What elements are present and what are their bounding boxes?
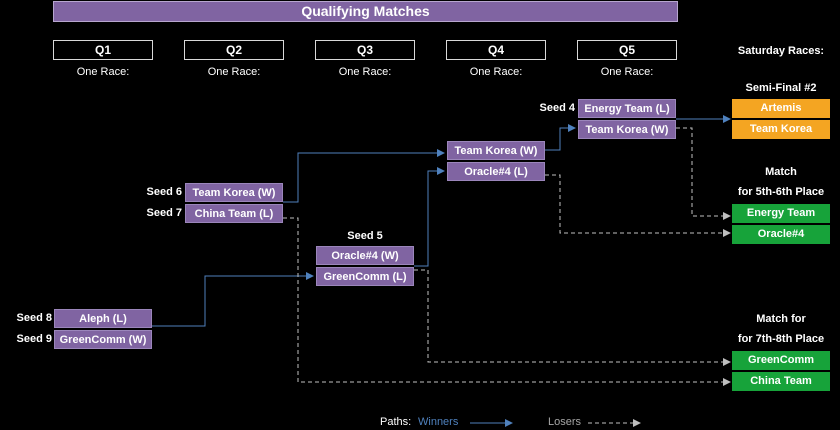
match78-header-2: for 7th-8th Place [737,333,825,345]
match56-header-1: Match [765,166,797,178]
round-header-q1: Q1 [53,40,153,60]
round-header-q4: Q4 [446,40,546,60]
q5-team-a: Energy Team (L) [578,99,676,118]
semi-final-header: Semi-Final #2 [745,82,817,94]
seed-7-label: Seed 7 [146,207,182,219]
q4-team-b: Oracle#4 (L) [447,162,545,181]
round-sub-q1: One Race: [76,66,130,78]
winner-path-q2 [283,149,445,203]
loser-path-q3 [414,269,731,366]
q3-team-a: Oracle#4 (W) [316,246,414,265]
match78-team-a: GreenComm [732,351,830,370]
seed-8-label: Seed 8 [16,312,52,324]
seed-9-label: Seed 9 [16,333,52,345]
page-title: Qualifying Matches [53,1,678,22]
legend-paths-label: Paths: [380,416,412,428]
round-sub-q2: One Race: [207,66,261,78]
round-sub-q3: One Race: [338,66,392,78]
round-header-q3: Q3 [315,40,415,60]
round-sub-q5: One Race: [600,66,654,78]
q4-team-a: Team Korea (W) [447,141,545,160]
seed-6-label: Seed 6 [146,186,182,198]
match78-header-1: Match for [756,313,806,325]
seed-4-label: Seed 4 [539,102,575,114]
q5-team-b: Team Korea (W) [578,120,676,139]
saturday-header: Saturday Races: [737,45,825,57]
winner-path-q3 [414,167,445,267]
round-header-q5: Q5 [577,40,677,60]
q2-team-b: China Team (L) [185,204,283,223]
match56-header-2: for 5th-6th Place [737,186,825,198]
q3-team-b: GreenComm (L) [316,267,414,286]
semi-team-b: Team Korea [732,120,830,139]
loser-path-q5 [676,127,731,220]
legend-losers-label: Losers [548,416,582,428]
match78-team-b: China Team [732,372,830,391]
loser-path-q2 [283,217,731,386]
round-sub-q4: One Race: [469,66,523,78]
round-header-q2: Q2 [184,40,284,60]
q2-team-a: Team Korea (W) [185,183,283,202]
seed-5-label: Seed 5 [347,230,383,242]
q1-team-b: GreenComm (W) [54,330,152,349]
legend-winners-label: Winners [418,416,459,428]
loser-path-q4 [545,174,731,237]
match56-team-b: Oracle#4 [732,225,830,244]
q1-team-a: Aleph (L) [54,309,152,328]
winner-path-q4 [545,124,576,151]
match56-team-a: Energy Team [732,204,830,223]
semi-team-a: Artemis [732,99,830,118]
winner-path-q1 [152,272,314,327]
